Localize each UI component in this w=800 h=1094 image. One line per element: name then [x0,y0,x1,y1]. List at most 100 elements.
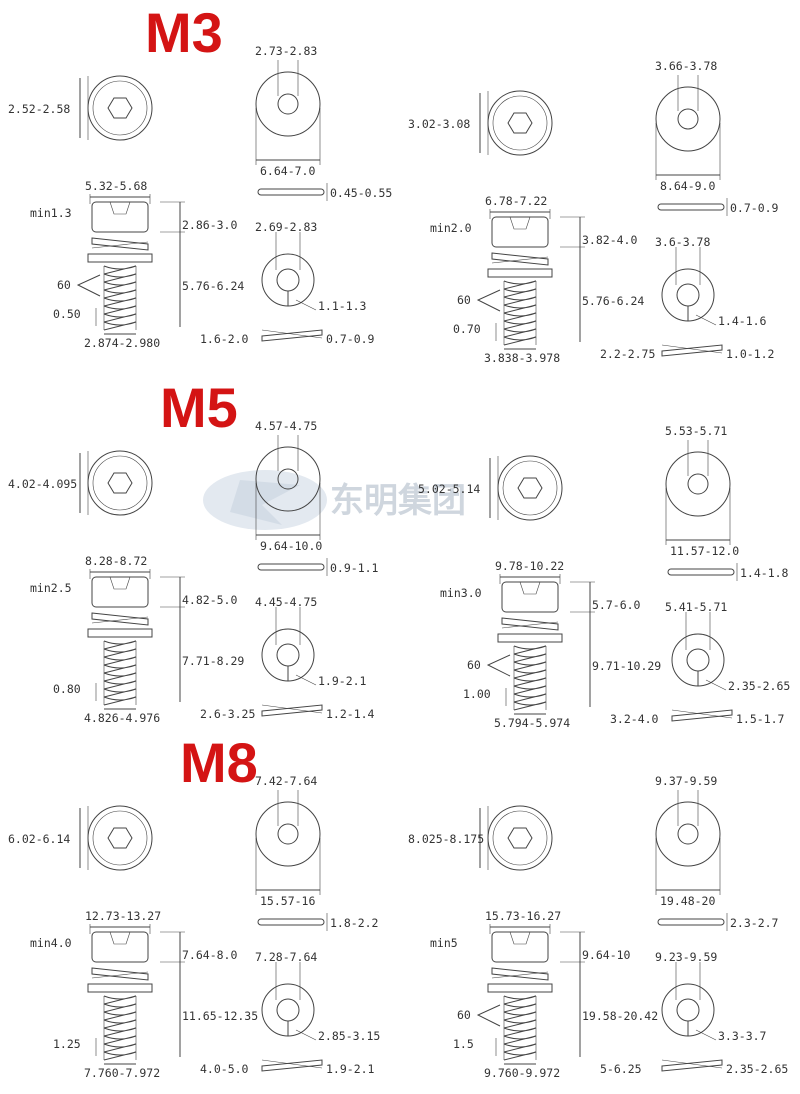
head-inner-circle [92,810,148,866]
label-spring-washer-thk: 1.5-1.7 [736,712,785,726]
label-head-dia: 2.52-2.58 [8,102,70,116]
label-flat-washer-od: 15.57-16 [260,894,315,908]
screw-head [491,931,549,963]
thread-turn [503,995,537,1005]
spring-washer-side [261,704,323,717]
thread-turn [503,296,537,306]
thread-turn [513,677,547,687]
label-head-height: 3.82-4.0 [582,233,637,247]
spring-washer-side [661,344,723,357]
label-split: 1.4-1.6 [718,314,767,328]
label-head-width: 12.73-13.27 [85,909,161,923]
flat-washer-outer [255,71,321,137]
spring-washer-side [261,1059,323,1072]
head-top-view [79,450,153,516]
spring-washer-view [661,962,717,1041]
label-split: 1.1-1.3 [318,299,367,313]
spring-washer-view [261,232,317,311]
thread-turn [513,645,547,655]
spring-washer-split [491,971,549,979]
screw-head [501,581,559,613]
head-outer-circle [87,450,153,516]
spring-washer-side [261,329,323,342]
head-inner-circle [92,455,148,511]
label-spring-washer-id: 3.6-3.78 [655,235,710,249]
screw-head [91,931,149,963]
label-split: 1.9-2.1 [318,674,367,688]
label-flat-washer-thk: 0.45-0.55 [330,186,392,200]
spring-washer-side-twist [261,1059,323,1069]
label-min-head: min4.0 [30,936,72,950]
flat-washer-view [655,75,721,180]
size-title: M8 [180,731,258,794]
spring-washer-side-twist [261,329,323,339]
label-pitch: 1.00 [463,687,491,701]
split-leader [705,679,727,691]
label-flat-washer-thk: 1.8-2.2 [330,916,378,930]
hex-socket-icon [107,827,133,849]
spring-washer-split [91,241,149,249]
label-min-head: min2.0 [430,221,472,235]
label-flat-washer-thk: 2.3-2.7 [730,916,779,930]
hex-socket-icon [517,477,543,499]
label-angle: 60 [457,293,471,307]
flat-washer-side [257,563,325,571]
label-pitch: 0.50 [53,307,81,321]
label-angle: 60 [457,1008,471,1022]
flat-washer-outer [665,451,731,517]
head-inner-circle [492,95,548,151]
label-head-width: 9.78-10.22 [495,559,564,573]
panel-m8: M86.02-6.147.42-7.6415.57-161.8-2.212.73… [8,731,380,1080]
socket-recess-icon [109,576,131,590]
label-spring-washer-id: 5.41-5.71 [665,600,727,614]
label-min-head: min5 [430,936,458,950]
label-thread-dia: 4.826-4.976 [84,711,160,725]
label-flat-washer-id: 2.73-2.83 [255,44,317,58]
label-spring-washer-w: 2.2-2.75 [600,347,655,361]
label-thread-dia: 7.760-7.972 [84,1066,160,1080]
label-spring-washer-id: 7.28-7.64 [255,950,317,964]
label-split: 2.85-3.15 [318,1029,380,1043]
spring-washer-side-a [491,967,549,981]
threaded-shank [103,995,137,1061]
screw-side-view [497,574,595,711]
label-spring-washer-w: 4.0-5.0 [200,1062,249,1076]
thread-turn [103,1011,137,1021]
thread-turn [503,1051,537,1061]
label-flat-washer-id: 3.66-3.78 [655,59,717,73]
flat-washer-outer [255,446,321,512]
socket-recess-icon [109,931,131,945]
label-head-height: 2.86-3.0 [182,218,237,232]
socket-recess-icon [509,931,531,945]
label-head-height: 9.64-10 [582,948,631,962]
label-angle: 60 [467,658,481,672]
flat-washer-hole [277,93,299,115]
label-overall: 5.76-6.24 [582,294,644,308]
thread-turn [103,289,137,299]
label-flat-washer-od: 11.57-12.0 [670,544,739,558]
threaded-shank [513,645,547,711]
flat-washer-view [255,60,321,165]
label-thread-dia: 9.760-9.972 [484,1066,560,1080]
thread-turn [103,648,137,658]
threaded-shank [103,640,137,706]
spring-washer-split [501,621,559,629]
label-spring-washer-id: 9.23-9.59 [655,950,717,964]
label-spring-washer-w: 2.6-3.25 [200,707,255,721]
thread-turn [103,672,137,682]
screw-side-view [87,569,185,706]
thread-turn [513,669,547,679]
label-head-width: 5.32-5.68 [85,179,147,193]
thread-turn [103,1027,137,1037]
socket-recess-icon [109,201,131,215]
thread-turn [513,701,547,711]
label-head-height: 5.7-6.0 [592,598,641,612]
thread-turn [103,656,137,666]
head-top-view [479,90,553,156]
flat-washer-hole [677,823,699,845]
thread-turn [103,1043,137,1053]
thread-turn [103,640,137,650]
panel-m10: M108.025-8.1759.37-9.5919.48-202.3-2.715… [408,774,788,1080]
flat-washer-hole [687,473,709,495]
